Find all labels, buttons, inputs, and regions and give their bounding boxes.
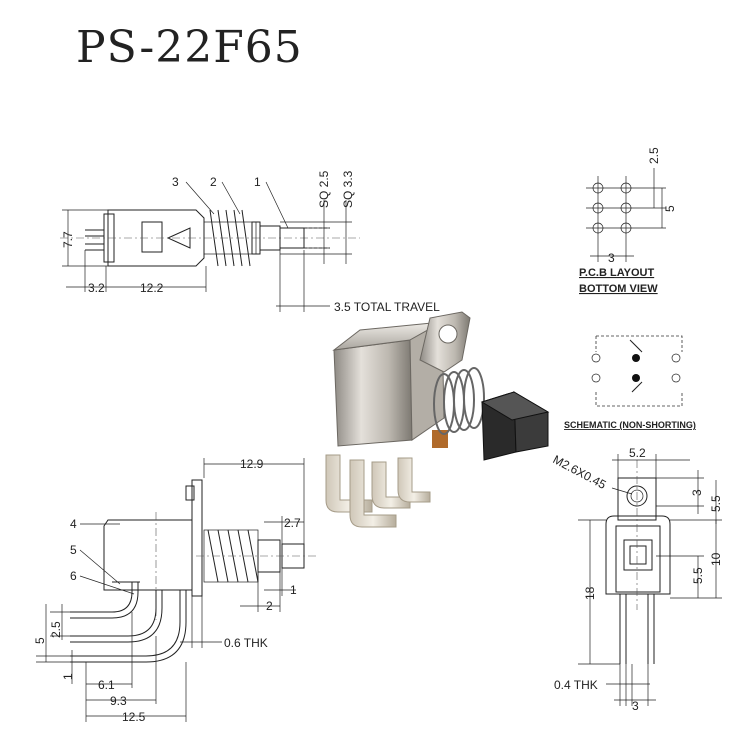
pcb-layout: 2.5 5 3 P.C.B LAYOUT BOTTOM VIEW (579, 147, 677, 295)
screw-label: M2.6X0.45 (551, 452, 609, 492)
dim-5-5-top: 5.5 (709, 495, 723, 512)
schematic: SCHEMATIC (NON-SHORTING) (564, 335, 696, 430)
front-thk-label: 0.4 THK (554, 678, 598, 692)
callout-4: 4 (70, 517, 77, 531)
dim-height: 7.7 (61, 231, 75, 248)
callout-3: 3 (172, 175, 179, 189)
dim-3: 3 (690, 489, 704, 496)
callout-2: 2 (210, 175, 217, 189)
callout-6: 6 (70, 569, 77, 583)
front-view: M2.6X0.45 5.2 3 5.5 10 5.5 18 0.4 THK (551, 446, 723, 713)
dim-3-bottom: 3 (632, 699, 639, 713)
dim-stem: 2.7 (284, 516, 301, 530)
dim-5: 5 (33, 637, 47, 644)
dim-2: 2 (266, 599, 273, 613)
thk-label: 0.6 THK (224, 636, 268, 650)
dim-pin: 3.2 (88, 281, 105, 295)
dim-1: 1 (290, 583, 297, 597)
travel-label: 3.5 TOTAL TRAVEL (334, 300, 440, 314)
dim-1-bottom: 1 (61, 673, 75, 680)
pcb-span-v: 5 (663, 205, 677, 212)
dim-5-2: 5.2 (629, 446, 646, 460)
dim-6-1: 6.1 (98, 678, 115, 692)
sq-small: SQ 2.5 (317, 170, 331, 208)
pcb-pitch-h: 3 (608, 251, 615, 265)
dim-body: 12.2 (140, 281, 164, 295)
callout-1: 1 (254, 175, 261, 189)
schematic-label: SCHEMATIC (NON-SHORTING) (564, 420, 696, 430)
page-title: PS-22F65 (76, 22, 303, 73)
spring (203, 209, 257, 267)
pcb-label-line2: BOTTOM VIEW (579, 283, 658, 295)
dim-12-5: 12.5 (122, 710, 146, 724)
sq-large: SQ 3.3 (341, 170, 355, 208)
dim-18: 18 (583, 586, 597, 600)
switch-photo (325, 311, 550, 528)
dim-5-5: 5.5 (691, 567, 705, 584)
dim-overall: 12.9 (240, 457, 264, 471)
pcb-pitch-v: 2.5 (647, 147, 661, 164)
side-view: 4 5 6 12.9 2.7 2 1 0.6 THK 5 2.5 1 (33, 457, 318, 724)
top-view: 3 2 1 7.7 3.2 12.2 SQ 2.5 SQ 3.3 3.5 TOT… (60, 170, 440, 314)
dim-10: 10 (709, 552, 723, 566)
dim-2-5: 2.5 (49, 621, 63, 638)
pcb-label-line1: P.C.B LAYOUT (579, 267, 654, 279)
callout-5: 5 (70, 543, 77, 557)
dim-9-3: 9.3 (110, 694, 127, 708)
